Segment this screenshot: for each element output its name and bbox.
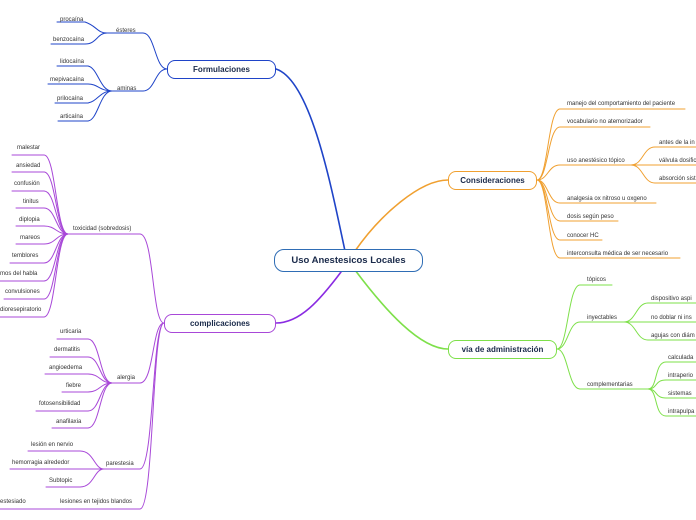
leaf-fiebre[interactable]: fiebre bbox=[66, 383, 82, 389]
topic-via-administracion[interactable]: vía de administración bbox=[448, 340, 557, 359]
formulaciones-connectors bbox=[47, 21, 346, 252]
leaf-angioedema[interactable]: angioedema bbox=[49, 365, 83, 371]
subtopic-manejo[interactable]: manejo del comportamiento del paciente bbox=[567, 101, 676, 107]
leaf-dispositivo[interactable]: dispositivo aspi bbox=[651, 296, 692, 302]
subtopic-interconsulta[interactable]: interconsulta médica de ser necesario bbox=[567, 251, 669, 257]
leaf-anafilaxia[interactable]: anafilaxia bbox=[56, 419, 82, 425]
leaf-lesion-nervio[interactable]: lesión en nervio bbox=[31, 442, 74, 448]
leaf-intrapulpa[interactable]: intrapulpa bbox=[668, 409, 695, 415]
topic-formulaciones[interactable]: Formulaciones bbox=[167, 60, 276, 79]
subtopic-uso-topico[interactable]: uso anestésico tópico bbox=[567, 158, 625, 164]
leaf-antes[interactable]: antes de la in bbox=[659, 140, 695, 146]
leaf-temblores[interactable]: temblores bbox=[12, 253, 39, 259]
leaf-articaina[interactable]: articaína bbox=[60, 114, 84, 120]
leaf-sistemas[interactable]: sistemas bbox=[668, 391, 692, 397]
leaf-calculada[interactable]: calculada bbox=[668, 355, 694, 361]
leaf-diplopia[interactable]: diplopia bbox=[19, 217, 40, 223]
subtopic-alergia[interactable]: alergia bbox=[117, 375, 136, 381]
leaf-absorcion[interactable]: absorción sist bbox=[659, 176, 696, 182]
leaf-prilocaina[interactable]: prilocaína bbox=[57, 96, 84, 102]
leaf-dermatitis[interactable]: dermatitis bbox=[54, 347, 81, 353]
leaf-respiratorio[interactable]: dioresepiratorio bbox=[0, 307, 42, 313]
leaf-mareos[interactable]: mareos bbox=[20, 235, 41, 241]
subtopic-parestesia[interactable]: parestesia bbox=[106, 461, 134, 467]
subtopic-inyectables[interactable]: inyectables bbox=[587, 315, 618, 321]
leaf-agujas[interactable]: agujas con diám bbox=[651, 333, 695, 339]
leaf-habla[interactable]: mos del habla bbox=[0, 271, 38, 277]
leaf-anestesiado[interactable]: estesiado bbox=[0, 499, 26, 505]
subtopic-complementarias[interactable]: complementarias bbox=[587, 382, 633, 388]
leaf-intraperio[interactable]: intraperio bbox=[668, 373, 694, 379]
leaf-ansiedad[interactable]: ansiedad bbox=[16, 163, 41, 169]
complicaciones-connectors bbox=[0, 154, 342, 510]
leaf-urticaria[interactable]: urticaria bbox=[60, 329, 82, 335]
leaf-procaina[interactable]: procaína bbox=[60, 17, 84, 23]
leaf-subtopic[interactable]: Subtopic bbox=[49, 478, 73, 484]
subtopic-dosis[interactable]: dosis según peso bbox=[567, 214, 614, 220]
subtopic-conocer[interactable]: conocer HC bbox=[567, 233, 599, 239]
leaf-benzocaina[interactable]: benzocaína bbox=[53, 37, 85, 43]
leaf-lidocaina[interactable]: lidocaína bbox=[60, 59, 85, 65]
central-topic[interactable]: Uso Anestesicos Locales bbox=[274, 249, 423, 272]
leaf-hemorragia[interactable]: hemorragia alrededor bbox=[12, 460, 70, 466]
leaf-valvula[interactable]: válvula dosific bbox=[659, 158, 696, 164]
subtopic-lesiones-tejidos[interactable]: lesiones en tejidos blandos bbox=[60, 499, 133, 505]
leaf-malestar[interactable]: malestar bbox=[17, 145, 41, 151]
subtopic-aminas[interactable]: aminas bbox=[117, 86, 137, 92]
leaf-fotosensibilidad[interactable]: fotosensibilidad bbox=[39, 401, 81, 407]
leaf-confusion[interactable]: confusión bbox=[14, 181, 40, 187]
leaf-tinitus[interactable]: tinitus bbox=[23, 199, 39, 205]
via-connectors bbox=[354, 269, 696, 417]
leaf-no-doblar[interactable]: no doblar ni ins bbox=[651, 315, 692, 321]
consideraciones-connectors bbox=[354, 108, 696, 259]
subtopic-analgesia[interactable]: analgesia ox nitroso u oxgeno bbox=[567, 196, 647, 202]
subtopic-esteres[interactable]: ésteres bbox=[116, 28, 136, 34]
topic-complicaciones[interactable]: complicaciones bbox=[164, 314, 276, 333]
leaf-mepivacaina[interactable]: mepivacaína bbox=[50, 77, 85, 83]
subtopic-vocabulario[interactable]: vocabulario no atemorizador bbox=[567, 119, 643, 125]
subtopic-toxicidad[interactable]: toxicidad (sobredosis) bbox=[73, 226, 132, 232]
subtopic-topicos[interactable]: tópicos bbox=[587, 277, 607, 283]
leaf-convulsiones[interactable]: convulsiones bbox=[5, 289, 40, 295]
topic-consideraciones[interactable]: Consideraciones bbox=[448, 171, 537, 190]
